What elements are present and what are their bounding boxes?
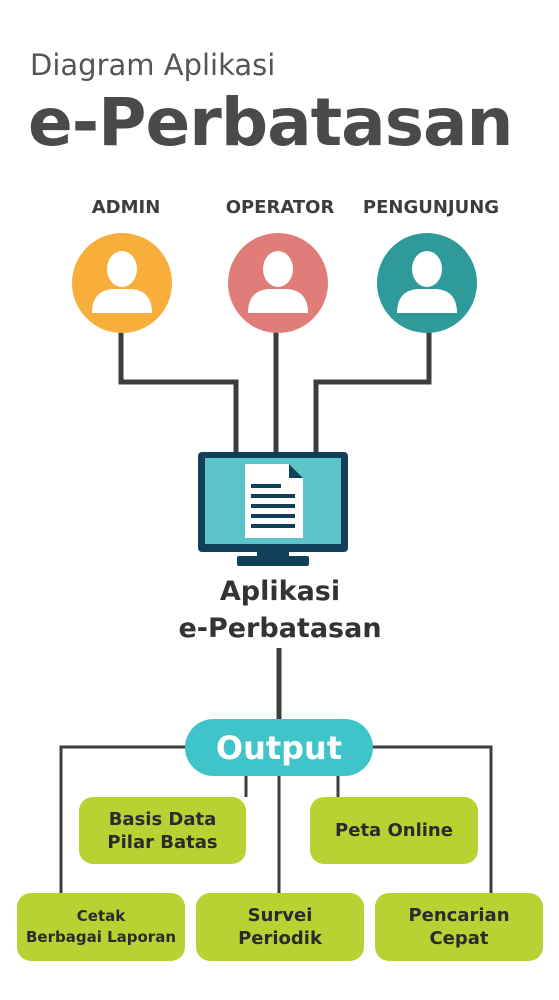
connector-output-left xyxy=(59,745,186,893)
output-survei-line2: Periodik xyxy=(238,928,322,949)
pengunjung-user-icon xyxy=(377,233,477,333)
output-peta-online: Peta Online xyxy=(310,797,478,864)
role-label-operator: OPERATOR xyxy=(225,197,335,218)
output-basis-data-line2: Pilar Batas xyxy=(107,831,218,853)
role-label-pengunjung: PENGUNJUNG xyxy=(362,197,500,218)
admin-user-icon xyxy=(72,233,172,333)
output-pill: Output xyxy=(185,719,373,776)
diagram-subtitle: Diagram Aplikasi xyxy=(30,48,276,82)
connector-pengunjung xyxy=(313,330,432,454)
output-peta-online-line1: Peta Online xyxy=(335,820,453,841)
app-name-line2: e-Perbatasan xyxy=(178,613,382,644)
operator-user-icon xyxy=(228,233,328,333)
output-basis-data-line1: Basis Data xyxy=(108,808,217,830)
role-label-admin: ADMIN xyxy=(91,197,161,218)
output-pencarian-line2: Cepat xyxy=(429,928,489,949)
monitor-document-icon xyxy=(198,452,348,566)
connector-admin xyxy=(118,330,239,454)
output-survei-line1: Survei xyxy=(247,905,313,926)
diagram-title: e-Perbatasan xyxy=(28,84,514,161)
connector-output-right xyxy=(372,745,493,893)
output-cetak-line1: Cetak xyxy=(76,907,126,925)
output-cetak-line2: Berbagai Laporan xyxy=(25,928,176,946)
app-name-line1: Aplikasi xyxy=(219,576,341,607)
output-pencarian-line1: Pencarian xyxy=(408,905,510,926)
